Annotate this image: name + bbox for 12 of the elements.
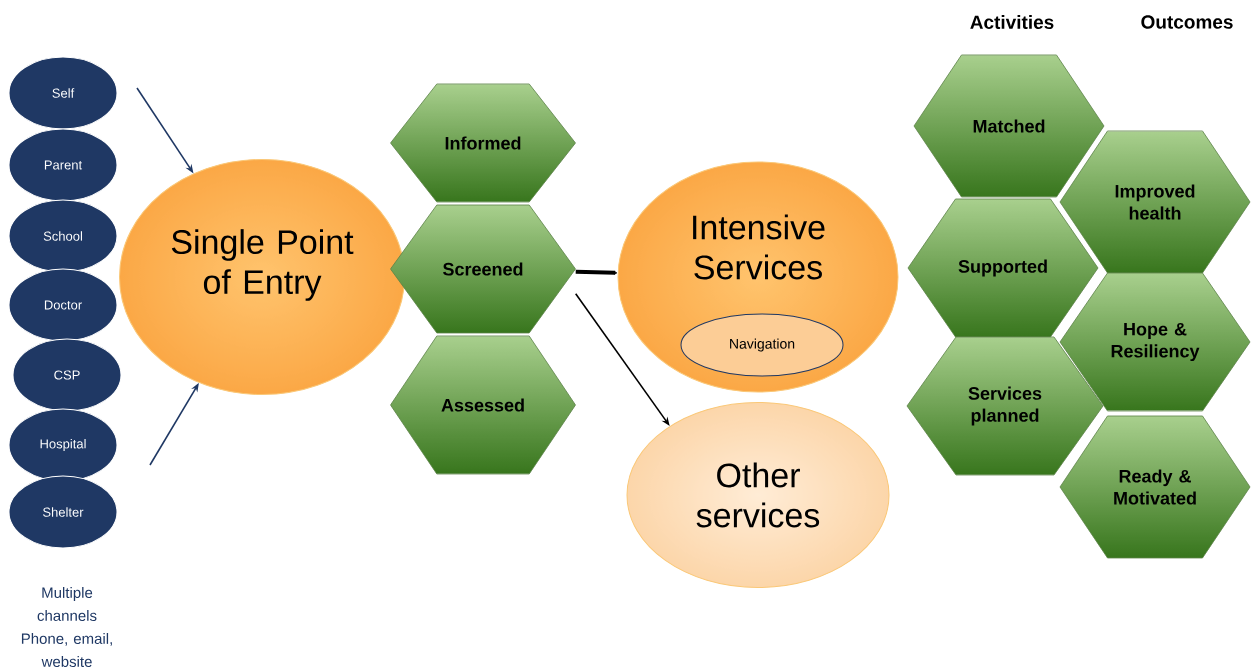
channel-oval: Parent [8, 128, 118, 202]
arrow [575, 269, 618, 275]
channel-oval: Doctor [8, 268, 118, 342]
heading: Activities [970, 15, 1054, 29]
note: Multiple channels Phone, email, website [21, 587, 112, 667]
channel-oval: School [8, 199, 118, 273]
channel-oval: Shelter [8, 475, 118, 549]
heading: Outcomes [1141, 15, 1233, 29]
channel-oval: Hospital [8, 408, 118, 482]
channel-oval: CSP [12, 338, 122, 412]
inner-oval: Navigation [680, 313, 844, 377]
channel-oval: Self [8, 56, 118, 130]
